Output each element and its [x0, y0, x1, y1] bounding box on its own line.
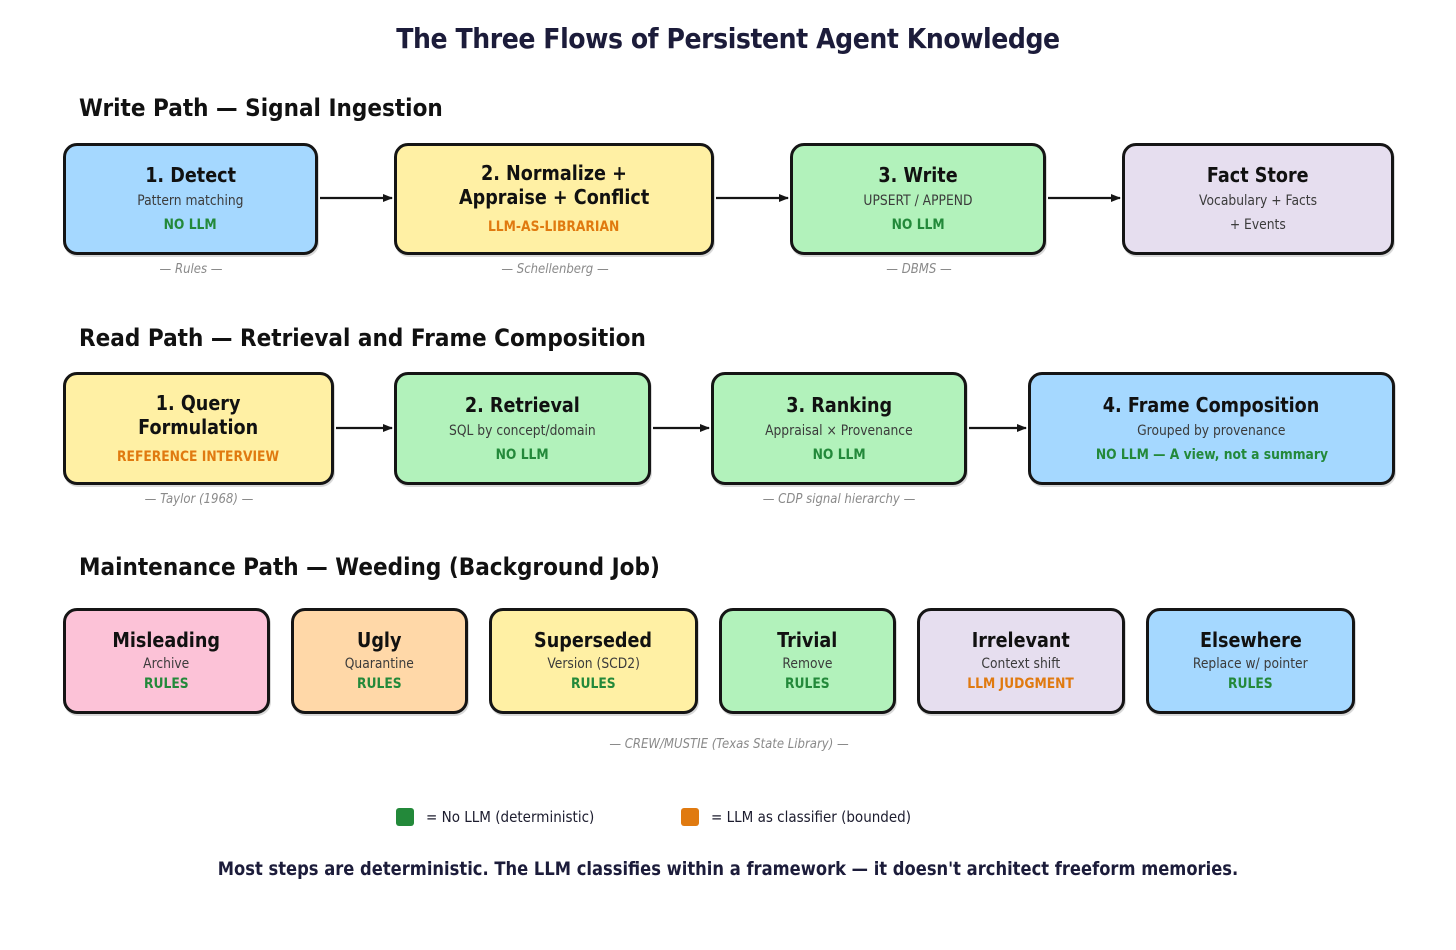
write-step-detect-title: 1. Detect: [145, 163, 236, 187]
write-note-dbms: — DBMS —: [886, 262, 952, 277]
legend-llm-swatch: [681, 808, 699, 826]
weed-ugly-badge: RULES: [357, 676, 402, 692]
write-step-detect-subtitle: Pattern matching: [137, 193, 244, 209]
weed-superseded-title: Superseded: [534, 628, 653, 652]
fact-store-title: Fact Store: [1207, 163, 1309, 187]
write-step-normalize-title-line2: Appraise + Conflict: [458, 185, 650, 209]
weed-superseded-subtitle: Version (SCD2): [547, 656, 640, 672]
read-step-retrieval: 2. Retrieval SQL by concept/domain NO LL…: [394, 372, 651, 485]
weed-irrelevant-title: Irrelevant: [971, 628, 1071, 652]
legend-llm-label: = LLM as classifier (bounded): [711, 808, 912, 826]
weed-ugly-title: Ugly: [357, 628, 402, 652]
write-step-normalize-badge: LLM-AS-LIBRARIAN: [488, 219, 620, 235]
weed-irrelevant: Irrelevant Context shift LLM JUDGMENT: [917, 608, 1125, 714]
fact-store-subtitle-line1: Vocabulary + Facts: [1199, 193, 1317, 209]
weed-elsewhere: Elsewhere Replace w/ pointer RULES: [1146, 608, 1355, 714]
read-step-ranking: 3. Ranking Appraisal × Provenance NO LLM: [711, 372, 967, 485]
weed-elsewhere-title: Elsewhere: [1199, 628, 1302, 652]
maintenance-note-crew: — CREW/MUSTIE (Texas State Library) —: [609, 737, 849, 752]
write-step-normalize: 2. Normalize + Appraise + Conflict LLM-A…: [394, 143, 714, 255]
write-step-write: 3. Write UPSERT / APPEND NO LLM: [790, 143, 1046, 255]
fact-store-subtitle-line2: + Events: [1230, 217, 1286, 233]
read-note-taylor: — Taylor (1968) —: [144, 492, 254, 507]
write-path-heading: Write Path — Signal Ingestion: [79, 94, 443, 122]
weed-ugly-subtitle: Quarantine: [344, 656, 415, 672]
weed-misleading-title: Misleading: [112, 628, 221, 652]
write-step-detect-badge: NO LLM: [163, 217, 218, 233]
weed-superseded-badge: RULES: [571, 676, 616, 692]
read-note-cdp: — CDP signal hierarchy —: [762, 492, 916, 507]
weed-misleading-subtitle: Archive: [143, 656, 190, 672]
diagram-title: The Three Flows of Persistent Agent Know…: [396, 22, 1060, 55]
write-note-rules: — Rules —: [159, 262, 223, 277]
read-step-ranking-badge: NO LLM: [812, 446, 866, 463]
weed-irrelevant-subtitle: Context shift: [981, 656, 1061, 672]
legend-no-llm-label: = No LLM (deterministic): [426, 808, 595, 826]
weed-trivial-badge: RULES: [785, 676, 830, 692]
read-step-query: 1. Query Formulation REFERENCE INTERVIEW: [63, 372, 334, 485]
weed-trivial-title: Trivial: [777, 628, 838, 652]
write-step-write-badge: NO LLM: [891, 217, 945, 233]
read-step-frame-title: 4. Frame Composition: [1103, 392, 1320, 417]
read-path-heading: Read Path — Retrieval and Frame Composit…: [79, 324, 646, 352]
legend-no-llm-swatch: [396, 808, 414, 826]
write-step-write-subtitle: UPSERT / APPEND: [863, 193, 973, 209]
read-step-frame-badge: NO LLM — A view, not a summary: [1095, 446, 1328, 463]
weed-trivial-subtitle: Remove: [782, 656, 833, 672]
read-step-retrieval-title: 2. Retrieval: [464, 392, 581, 417]
read-step-retrieval-subtitle: SQL by concept/domain: [449, 422, 596, 439]
read-step-frame-composition: 4. Frame Composition Grouped by provenan…: [1028, 372, 1395, 485]
maintenance-path-heading: Maintenance Path — Weeding (Background J…: [79, 553, 660, 581]
weed-misleading-badge: RULES: [144, 676, 189, 692]
weed-irrelevant-badge: LLM JUDGMENT: [967, 676, 1075, 692]
fact-store: Fact Store Vocabulary + Facts + Events: [1122, 143, 1394, 255]
weed-trivial: Trivial Remove RULES: [719, 608, 896, 714]
read-step-frame-subtitle: Grouped by provenance: [1137, 422, 1286, 439]
write-step-write-title: 3. Write: [878, 163, 958, 187]
write-step-detect: 1. Detect Pattern matching NO LLM: [63, 143, 318, 255]
read-step-query-title-line2: Formulation: [138, 414, 259, 439]
read-step-retrieval-badge: NO LLM: [495, 446, 550, 463]
write-step-normalize-title-line1: 2. Normalize +: [481, 161, 627, 185]
weed-superseded: Superseded Version (SCD2) RULES: [489, 608, 698, 714]
read-step-ranking-subtitle: Appraisal × Provenance: [765, 422, 913, 439]
read-step-ranking-title: 3. Ranking: [786, 392, 892, 417]
weed-ugly: Ugly Quarantine RULES: [291, 608, 468, 714]
weed-elsewhere-badge: RULES: [1228, 676, 1273, 692]
write-note-schellenberg: — Schellenberg —: [501, 262, 609, 277]
weed-misleading: Misleading Archive RULES: [63, 608, 270, 714]
read-step-query-title-line1: 1. Query: [156, 390, 241, 415]
footer-summary: Most steps are deterministic. The LLM cl…: [217, 858, 1239, 880]
read-step-query-badge: REFERENCE INTERVIEW: [117, 448, 280, 465]
weed-elsewhere-subtitle: Replace w/ pointer: [1193, 656, 1308, 672]
